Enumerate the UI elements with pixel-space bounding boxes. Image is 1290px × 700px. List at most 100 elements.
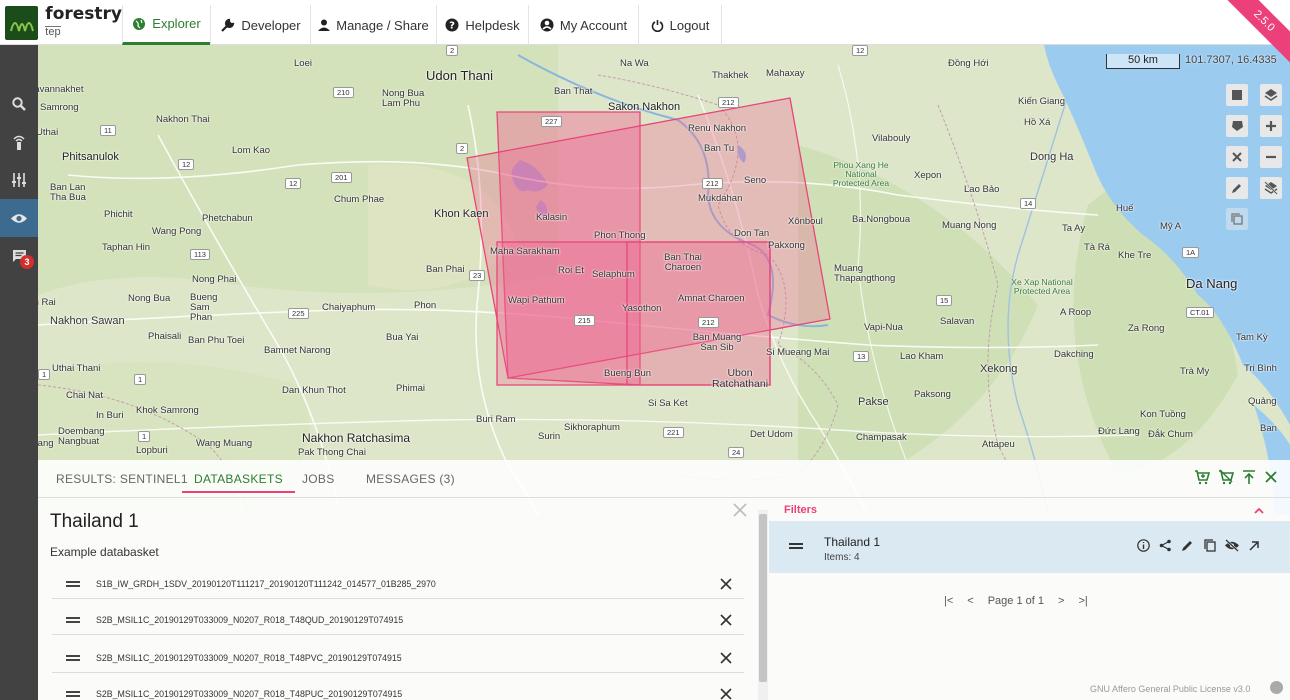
nav-tab-manage-share[interactable]: Manage / Share [310, 5, 436, 45]
nav-tab-developer[interactable]: Developer [210, 5, 310, 45]
map-label: Tam Kỳ [1236, 332, 1268, 343]
clear-drawing-button[interactable] [1226, 146, 1248, 168]
open-external-icon[interactable] [1248, 540, 1260, 552]
road-shield: CT.01 [1186, 307, 1214, 318]
share-icon[interactable] [1159, 539, 1172, 552]
chevron-up-icon[interactable] [1254, 507, 1264, 515]
edit-drawing-button[interactable] [1226, 177, 1248, 199]
layers-off-icon [1264, 181, 1278, 195]
map-label: A Roop [1060, 307, 1092, 318]
drag-handle-icon[interactable] [66, 615, 80, 625]
add-to-basket-icon[interactable] [1194, 469, 1210, 485]
draw-polygon-button[interactable] [1226, 115, 1248, 137]
map-label: Pak Thong Chai [298, 447, 366, 458]
map-label: Ban Lan Tha Bua [50, 182, 86, 203]
close-databasket-button[interactable] [732, 502, 748, 523]
remove-item-button[interactable] [716, 577, 736, 590]
copy-geometry-button[interactable] [1226, 208, 1248, 230]
draw-rectangle-button[interactable] [1226, 84, 1248, 106]
filters-toggle[interactable]: Filters [784, 504, 818, 516]
tab-jobs[interactable]: JOBS [302, 472, 335, 486]
drag-handle-icon[interactable] [66, 689, 80, 699]
app-logo[interactable]: forestry tep [0, 0, 122, 45]
close-panel-icon[interactable] [1264, 469, 1278, 485]
road-shield: 15 [936, 295, 953, 306]
zoom-in-button[interactable] [1260, 115, 1282, 137]
item-name: S2B_MSIL1C_20190129T033009_N0207_R018_T4… [96, 614, 404, 625]
nav-tab-my-account[interactable]: My Account [528, 5, 638, 45]
nav-manage-share-label: Manage / Share [336, 17, 429, 33]
first-page-button[interactable]: |< [944, 595, 954, 607]
map-label: Uthai Thani [52, 363, 101, 374]
road-shield: 13 [853, 351, 870, 362]
license-link[interactable]: GNU Affero General Public License v3.0 [1090, 684, 1251, 694]
panel-tabs: RESULTS: SENTINEL1 DATABASKETS JOBS MESS… [38, 460, 1290, 498]
tab-results[interactable]: RESULTS: SENTINEL1 [56, 472, 188, 486]
remove-item-button[interactable] [716, 613, 736, 626]
drag-handle-icon[interactable] [66, 653, 80, 663]
last-page-button[interactable]: >| [1078, 595, 1088, 607]
map-label: Xe Xap National Protected Area [1011, 277, 1073, 296]
pagination: |< < Page 1 of 1 > >| [944, 595, 1088, 607]
map-label: Phimai [396, 383, 426, 394]
items-scrollbar[interactable] [758, 510, 768, 700]
visibility-off-icon[interactable] [1225, 539, 1239, 552]
map-label: Phichit [104, 209, 133, 220]
tab-databaskets[interactable]: DATABASKETS [182, 472, 295, 493]
drag-handle-icon[interactable] [789, 541, 803, 551]
prev-page-button[interactable]: < [967, 595, 974, 607]
map-label: Ban Chang [38, 438, 54, 449]
remove-item-button[interactable] [716, 688, 736, 700]
expand-panel-icon[interactable] [1242, 469, 1256, 485]
sidebar-visibility-button[interactable] [0, 199, 38, 237]
drag-handle-icon[interactable] [66, 579, 80, 589]
layers-icon [1264, 89, 1278, 101]
zoom-out-button[interactable] [1260, 146, 1282, 168]
road-shield: 23 [469, 270, 486, 281]
next-page-button[interactable]: > [1058, 595, 1065, 607]
databasket-item[interactable]: S2B_MSIL1C_20190129T033009_N0207_R018_T4… [52, 643, 744, 673]
close-icon [720, 577, 732, 590]
nav-tab-explorer[interactable]: Explorer [122, 5, 210, 45]
map-label: Renu Nakhon [688, 123, 747, 134]
map-label: Buri Ram [476, 414, 516, 425]
svg-text:?: ? [449, 21, 455, 32]
map-label: Savannakhet [38, 84, 84, 95]
databasket-item[interactable]: S2B_MSIL1C_20190129T033009_N0207_R018_T4… [52, 679, 744, 700]
sidebar-filters-button[interactable] [0, 161, 38, 199]
databasket-item[interactable]: S2B_MSIL1C_20190129T033009_N0207_R018_T4… [52, 605, 744, 635]
tab-messages[interactable]: MESSAGES (3) [366, 472, 455, 486]
map-label: Lopburi [136, 445, 168, 456]
copy-icon[interactable] [1203, 539, 1216, 552]
map-label: Nong Bua [128, 293, 171, 304]
map-label: Bueng Sam Phan [190, 292, 218, 323]
info-icon[interactable] [1137, 539, 1150, 552]
road-shield: 225 [288, 308, 309, 319]
map-label: Phon [414, 300, 437, 311]
logo-name: forestry [45, 4, 122, 24]
databasket-item[interactable]: S1B_IW_GRDH_1SDV_20190120T111217_2019012… [52, 569, 744, 599]
map-label: Da Nang [1186, 276, 1238, 291]
nav-tab-logout[interactable]: Logout [638, 5, 722, 45]
road-shield: 1 [134, 374, 147, 385]
nav-tab-helpdesk[interactable]: ? Helpdesk [436, 5, 528, 45]
person-icon [318, 19, 331, 31]
close-icon [733, 503, 747, 517]
sidebar-search-button[interactable] [0, 85, 38, 123]
pencil-icon[interactable] [1181, 539, 1194, 552]
map-label: Sakon Nakhon [608, 101, 681, 113]
sidebar-messages-button[interactable]: 3 [0, 237, 38, 275]
sidebar-satellite-button[interactable] [0, 123, 38, 161]
left-sidebar: 3 [0, 45, 38, 700]
map-label: Thakhek [712, 70, 749, 81]
databasket-card[interactable]: Thailand 1 Items: 4 [769, 521, 1290, 573]
map-label: Ban Tu [704, 143, 735, 154]
github-icon[interactable] [1270, 681, 1283, 694]
databasket-description: Example databasket [50, 545, 159, 559]
map-label: Bamnet Narong [264, 345, 331, 356]
page-indicator: Page 1 of 1 [987, 595, 1044, 607]
remove-from-basket-icon[interactable] [1218, 469, 1234, 485]
remove-item-button[interactable] [716, 651, 736, 664]
toggle-layers-off-button[interactable] [1260, 177, 1282, 199]
layers-button[interactable] [1260, 84, 1282, 106]
